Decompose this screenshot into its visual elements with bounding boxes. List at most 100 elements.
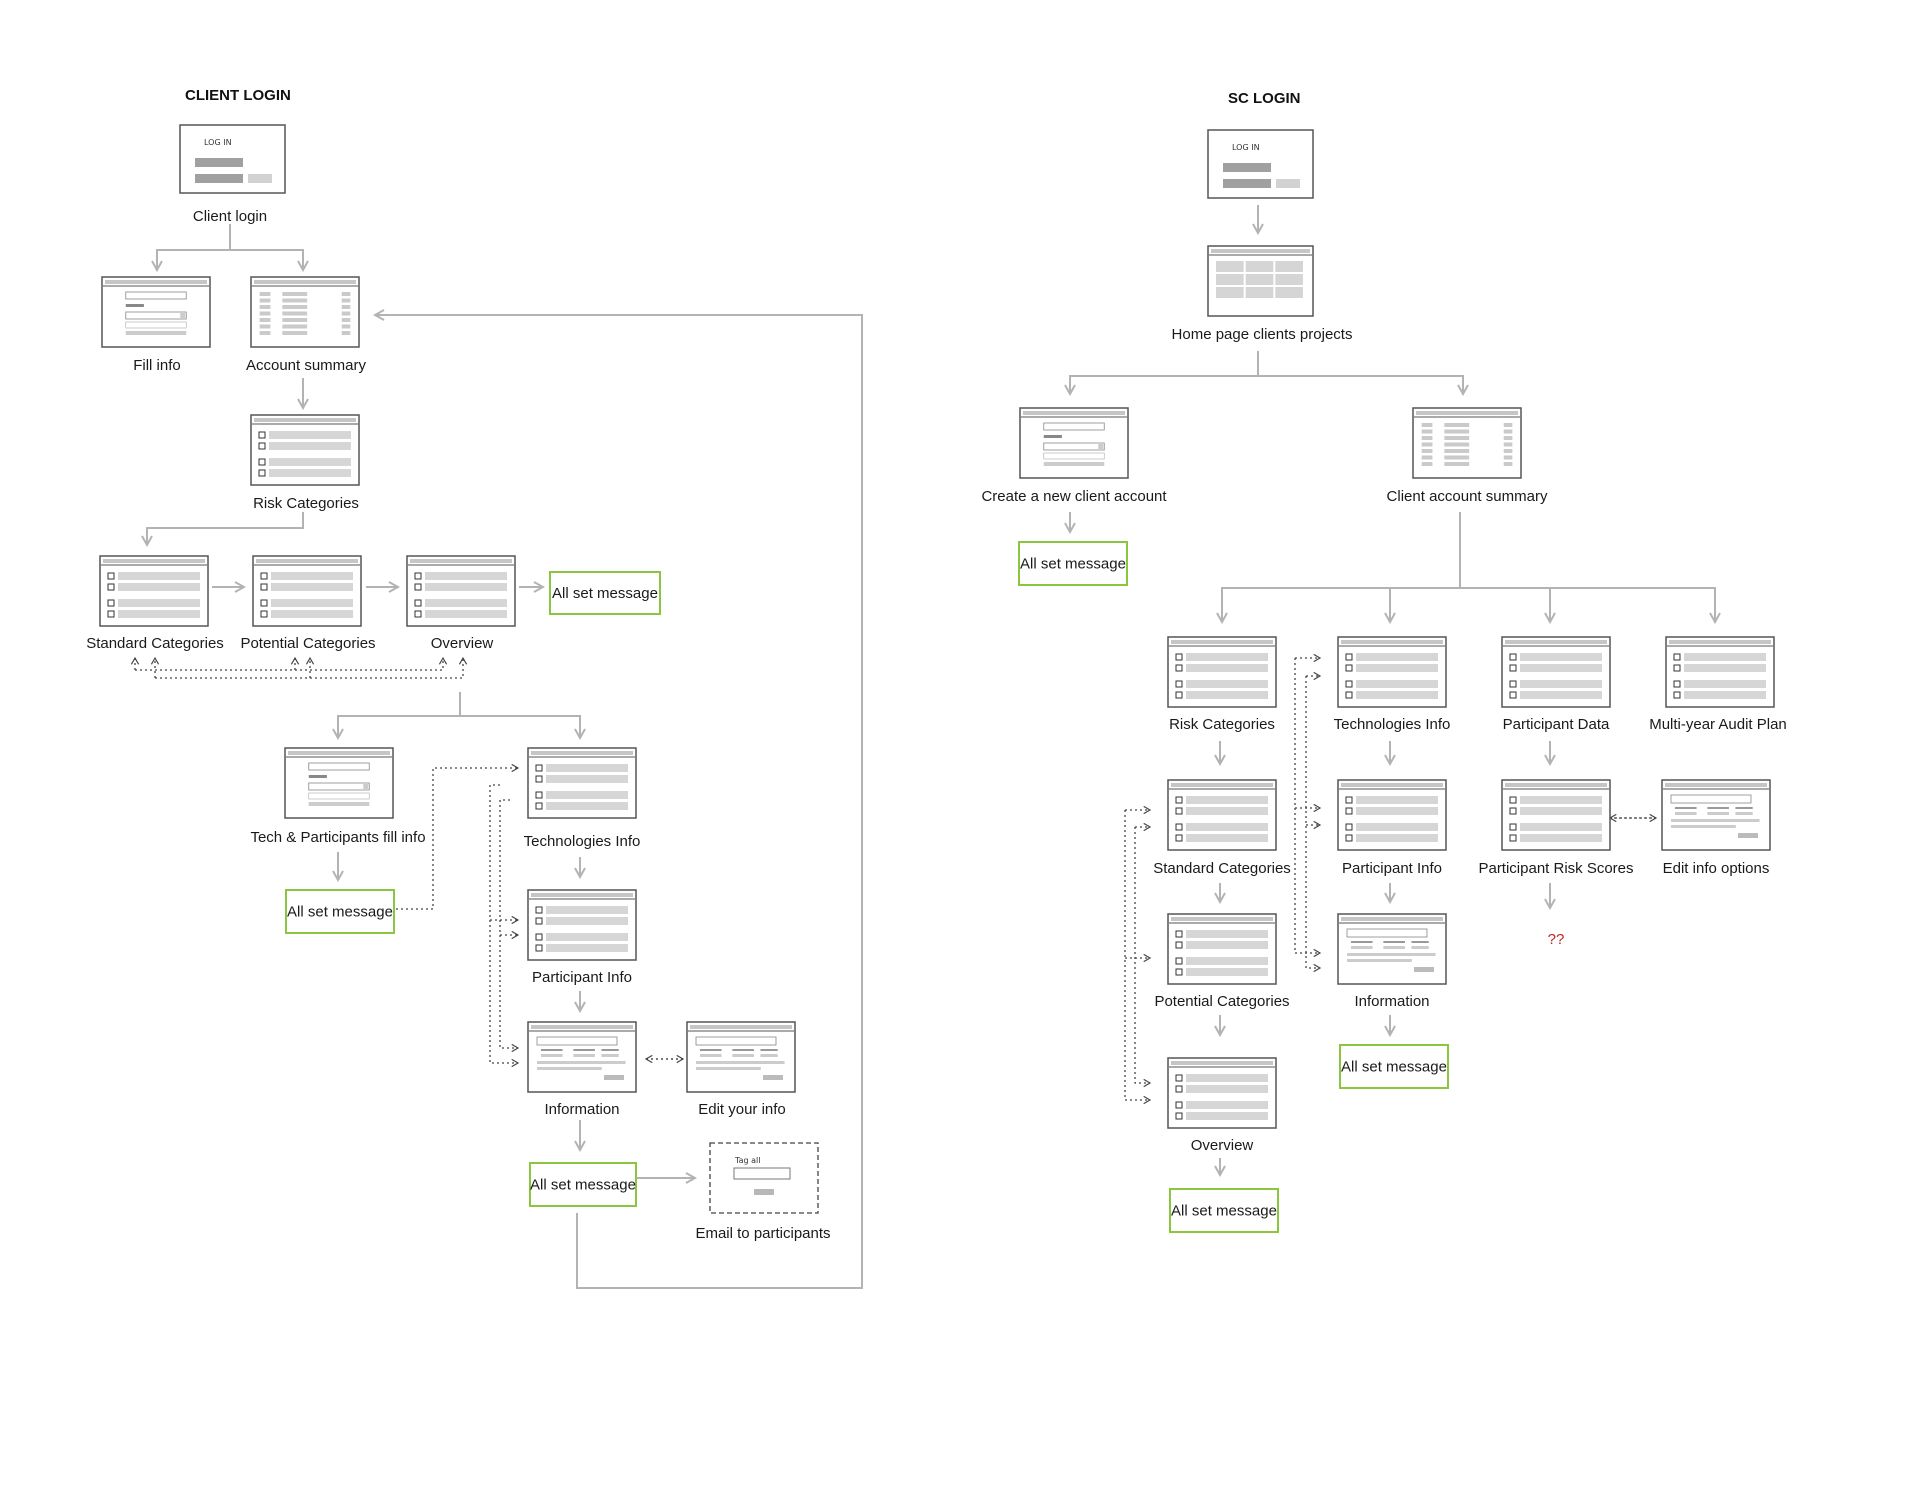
participant-data-screen-label: Participant Data bbox=[1503, 716, 1610, 733]
sc-login-title: SC LOGIN bbox=[1228, 90, 1301, 107]
dotted-connectors bbox=[130, 653, 1658, 1105]
sc-risk-categories-screen-label: Risk Categories bbox=[1169, 716, 1275, 733]
screen-thumbnail-check bbox=[406, 555, 516, 627]
standard-categories-screen-label: Standard Categories bbox=[86, 635, 224, 652]
screen-thumbnail-login: LOG IN bbox=[179, 124, 286, 194]
client-account-summary-screen-label: Client account summary bbox=[1387, 488, 1548, 505]
screen-thumbnail-table bbox=[1412, 407, 1522, 479]
connector bbox=[1222, 512, 1461, 622]
connector bbox=[1460, 587, 1550, 622]
sc-all-set-message-3: All set message bbox=[1339, 1044, 1449, 1089]
message-text: All set message bbox=[1020, 556, 1126, 573]
overview-screen-label: Overview bbox=[431, 635, 494, 652]
connector bbox=[230, 249, 303, 270]
screen-thumbnail-email: Tag all bbox=[709, 1142, 819, 1214]
dotted-connector bbox=[1124, 810, 1152, 1105]
screen-thumbnail-check bbox=[252, 555, 362, 627]
screen-thumbnail-info bbox=[686, 1021, 796, 1093]
sc-potential-categories-screen-label: Potential Categories bbox=[1154, 993, 1289, 1010]
svg-text:Tag all: Tag all bbox=[734, 1156, 760, 1165]
dotted-connector bbox=[135, 656, 300, 671]
screen-thumbnail-form bbox=[1019, 407, 1129, 479]
risk-categories-screen-label: Risk Categories bbox=[253, 495, 359, 512]
screen-thumbnail-check bbox=[1167, 636, 1277, 708]
screen-thumbnail-form bbox=[284, 747, 394, 819]
dotted-connector bbox=[155, 656, 315, 679]
participant-risk-scores-screen-label: Participant Risk Scores bbox=[1478, 860, 1633, 877]
screen-thumbnail-grid bbox=[1207, 245, 1314, 317]
message-text: All set message bbox=[1171, 1203, 1277, 1220]
sc-technologies-info-screen-label: Technologies Info bbox=[1334, 716, 1451, 733]
screen-thumbnail-check bbox=[1501, 636, 1611, 708]
client-login-screen-label: Client login bbox=[193, 208, 267, 225]
screen-thumbnail-check bbox=[1337, 779, 1447, 851]
sc-participant-info-screen-label: Participant Info bbox=[1342, 860, 1442, 877]
dotted-connector bbox=[310, 656, 468, 679]
dotted-connector bbox=[1294, 658, 1322, 958]
connector bbox=[338, 692, 461, 738]
tech-participants-fill-screen-label: Tech & Participants fill info bbox=[250, 829, 425, 846]
svg-text:LOG IN: LOG IN bbox=[1232, 143, 1260, 152]
home-page-screen-label: Home page clients projects bbox=[1172, 326, 1353, 343]
dotted-connector bbox=[295, 656, 448, 671]
screen-thumbnail-check bbox=[1167, 1057, 1277, 1129]
connector bbox=[157, 224, 231, 270]
all-set-message-1: All set message bbox=[549, 571, 661, 615]
dotted-connector bbox=[1305, 676, 1322, 973]
screen-thumbnail-check bbox=[1337, 636, 1447, 708]
screen-thumbnail-info bbox=[527, 1021, 637, 1093]
connector bbox=[1460, 587, 1715, 622]
screen-thumbnail-check bbox=[527, 747, 637, 819]
multi-year-audit-screen-label: Multi-year Audit Plan bbox=[1649, 716, 1787, 733]
message-text: All set message bbox=[552, 585, 658, 602]
screen-thumbnail-table bbox=[250, 276, 360, 348]
fill-info-screen-label: Fill info bbox=[133, 357, 181, 374]
solid-connectors bbox=[147, 205, 1715, 1289]
screen-thumbnail-check bbox=[1167, 779, 1277, 851]
edit-your-info-screen-label: Edit your info bbox=[698, 1101, 786, 1118]
screen-thumbnail-info bbox=[1337, 913, 1447, 985]
account-summary-screen-label: Account summary bbox=[246, 357, 367, 374]
screen-thumbnail-check bbox=[1665, 636, 1775, 708]
all-set-message-3: All set message bbox=[529, 1162, 637, 1207]
all-set-message-2: All set message bbox=[285, 889, 395, 934]
sc-all-set-message-2: All set message bbox=[1169, 1188, 1279, 1233]
connector bbox=[1070, 351, 1259, 394]
return-connector bbox=[375, 315, 863, 1289]
connector bbox=[1258, 375, 1463, 394]
connector bbox=[147, 512, 304, 545]
sc-information-screen-label: Information bbox=[1354, 993, 1429, 1010]
screen-thumbnail-check bbox=[250, 414, 360, 486]
screen-thumbnail-check bbox=[1167, 913, 1277, 985]
client-login-title: CLIENT LOGIN bbox=[185, 87, 291, 104]
technologies-info-screen-label: Technologies Info bbox=[524, 833, 641, 850]
sc-standard-categories-screen-label: Standard Categories bbox=[1153, 860, 1291, 877]
sc-all-set-message-1: All set message bbox=[1018, 541, 1128, 586]
dotted-connector bbox=[1134, 827, 1152, 1088]
information-screen-label: Information bbox=[544, 1101, 619, 1118]
screen-thumbnail-info bbox=[1661, 779, 1771, 851]
connector bbox=[1390, 587, 1460, 622]
dotted-connector bbox=[489, 784, 520, 1068]
sc-overview-screen-label: Overview bbox=[1191, 1137, 1254, 1154]
screen-thumbnail-form bbox=[101, 276, 211, 348]
email-participants-screen-label: Email to participants bbox=[695, 1225, 830, 1242]
message-text: All set message bbox=[530, 1177, 636, 1194]
message-text: All set message bbox=[287, 904, 393, 921]
screen-thumbnail-check bbox=[527, 889, 637, 961]
connector bbox=[460, 715, 580, 738]
dotted-connector bbox=[499, 799, 520, 1053]
create-client-screen-label: Create a new client account bbox=[981, 488, 1167, 505]
svg-text:LOG IN: LOG IN bbox=[204, 138, 232, 147]
screen-thumbnail-login: LOG IN bbox=[1207, 129, 1314, 199]
dotted-connector bbox=[396, 763, 520, 910]
edit-info-options-screen-label: Edit info options bbox=[1663, 860, 1770, 877]
participant-info-screen-label: Participant Info bbox=[532, 969, 632, 986]
unknown-marker: ?? bbox=[1548, 931, 1565, 948]
potential-categories-screen-label: Potential Categories bbox=[240, 635, 375, 652]
screen-thumbnail-check bbox=[99, 555, 209, 627]
screen-thumbnail-check bbox=[1501, 779, 1611, 851]
